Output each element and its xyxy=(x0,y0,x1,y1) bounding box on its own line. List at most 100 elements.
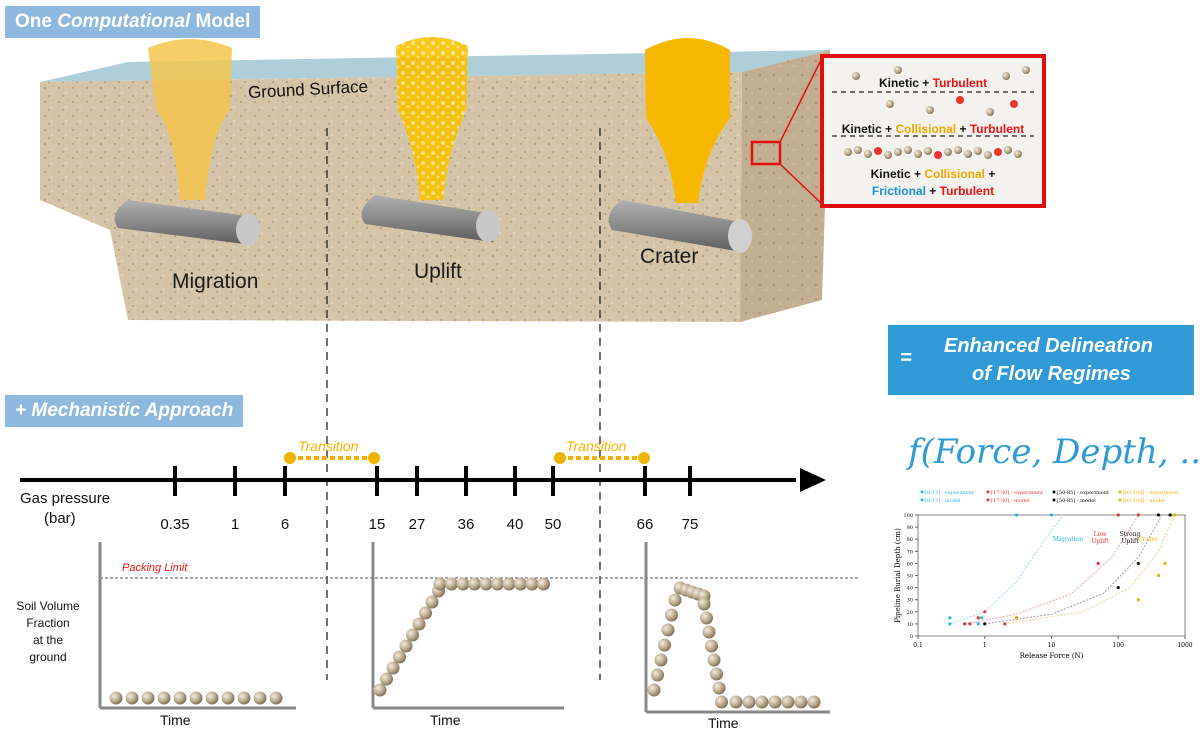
equals-sign: = xyxy=(900,347,912,369)
zoom-connector-bottom xyxy=(779,163,823,205)
chart-ytick-label-3: 30 xyxy=(907,598,913,604)
title-suffix: Model xyxy=(190,11,251,32)
chart-legend-6: [50-85] - model xyxy=(1057,498,1096,504)
chart-legend-2: [50-85] - experiment xyxy=(1057,490,1109,496)
soil-ball-24 xyxy=(468,577,481,591)
chart-point-3-3 xyxy=(1163,561,1167,566)
soil-ball-13 xyxy=(386,661,400,675)
chart-point-0-4 xyxy=(980,616,984,620)
zoom-marker xyxy=(750,140,782,166)
soil-ball-31 xyxy=(647,683,661,697)
soil-volume-line-4: ground xyxy=(29,650,67,664)
soil-ball-6 xyxy=(205,691,219,705)
chart-annotation-2-1: Uplift xyxy=(1121,538,1139,545)
soil-ball-56 xyxy=(794,695,808,709)
time-label-crater: Time xyxy=(708,715,739,731)
soil-ball-46 xyxy=(705,639,718,653)
soil-ball-8 xyxy=(237,691,251,705)
zoom-line-4: Frictional + Turbulent xyxy=(871,184,995,198)
chart-legend-marker-7 xyxy=(1118,498,1122,502)
soil-ball-9 xyxy=(253,691,267,705)
chart-annotation-1-1: Uplift xyxy=(1091,538,1109,545)
chart-annotation-2-0: Strong xyxy=(1120,531,1141,538)
soil-ball-21 xyxy=(433,577,447,591)
pressure-tick-label-3: 15 xyxy=(368,516,386,533)
chart-legend-3: [85-100] - experiment xyxy=(1123,490,1178,496)
soil-ball-43 xyxy=(697,597,711,611)
soil-ball-37 xyxy=(668,593,682,607)
chart-frame xyxy=(917,514,1186,637)
chart-ytick-label-8: 80 xyxy=(907,537,913,543)
regime-label-uplift: Uplift xyxy=(414,260,462,283)
chart-ytick-label-9: 90 xyxy=(907,525,913,531)
title-italic: Computational xyxy=(57,11,191,32)
soil-ball-14 xyxy=(393,650,406,664)
soil-ball-47 xyxy=(707,653,721,667)
soil-ball-53 xyxy=(755,695,769,709)
uplift-plot-axes xyxy=(371,542,564,710)
chart-point-2-3 xyxy=(1136,561,1140,566)
pressure-tick-label-4: 27 xyxy=(408,516,426,533)
chart-ytick-label-5: 50 xyxy=(907,574,913,580)
soil-volume-label: Soil Volume Fraction at the ground xyxy=(8,598,88,666)
soil-volume-line-2: Fraction xyxy=(26,616,70,630)
chart-point-1-0 xyxy=(963,622,967,626)
soil-ball-55 xyxy=(781,695,795,709)
migration-plot-axes xyxy=(98,542,296,710)
soil-ball-51 xyxy=(729,695,743,709)
transition-dot-1a xyxy=(284,452,296,464)
soil-ball-34 xyxy=(658,638,671,652)
pressure-tick-label-5: 36 xyxy=(457,516,475,533)
chart-point-1-1 xyxy=(968,622,972,626)
chart-ytick-label-0: 0 xyxy=(910,634,913,640)
transition-dot-2a xyxy=(554,452,566,464)
soil-ball-1 xyxy=(125,691,139,705)
soil-volume-line-3: at the xyxy=(32,633,64,647)
soil-fraction-balls xyxy=(109,577,821,709)
title-banner: One Computational Model xyxy=(5,6,261,38)
chart-annotation-0-0: Migration xyxy=(1053,536,1083,543)
soil-ball-32 xyxy=(651,668,664,682)
chart-legend-marker-6 xyxy=(1052,498,1056,502)
soil-ball-27 xyxy=(502,577,516,591)
chart-ytick-label-7: 70 xyxy=(907,549,913,555)
soil-ball-7 xyxy=(221,691,235,705)
pressure-tick-label-7: 50 xyxy=(544,516,562,533)
chart-legend-marker-5 xyxy=(986,498,990,502)
chart-point-2-4 xyxy=(1156,513,1161,517)
pipe-crater xyxy=(608,200,752,253)
zoom-line-2: Kinetic + Collisional + Turbulent xyxy=(841,122,1025,136)
soil-ball-4 xyxy=(173,691,187,705)
chart-legend-5: [17-50] - model xyxy=(991,498,1030,504)
chart-point-2-2 xyxy=(1116,586,1120,590)
zoom-line-3: Kinetic + Collisional + xyxy=(870,167,996,181)
chart-point-0-6 xyxy=(1049,513,1054,517)
soil-ball-33 xyxy=(654,653,668,667)
chart-xlabel: Release Force (N) xyxy=(1020,652,1084,660)
chart-xtick-label-1: 1 xyxy=(983,642,987,649)
transition-label-2: Transition xyxy=(566,438,627,454)
chart-ytick-label-10: 100 xyxy=(903,513,913,519)
transition-label-1: Transition xyxy=(298,438,359,454)
chart-point-1-4 xyxy=(1003,622,1007,626)
pressure-tick-label-6: 40 xyxy=(506,516,524,533)
chart-point-0-0 xyxy=(948,622,952,626)
soil-ball-36 xyxy=(665,608,678,622)
pressure-tick-label-1: 1 xyxy=(230,516,240,533)
result-line-1: Enhanced Delineation xyxy=(944,335,1153,357)
time-label-migration: Time xyxy=(160,712,191,728)
soil-ball-10 xyxy=(269,691,283,705)
chart-legend-1: [17-50] - experiment xyxy=(991,490,1043,496)
chart-annotation-1-0: Low xyxy=(1094,531,1108,538)
gas-pressure-unit: (bar) xyxy=(44,510,76,527)
soil-ball-50 xyxy=(715,695,728,709)
soil-ball-45 xyxy=(702,625,716,639)
soil-volume-line-1: Soil Volume xyxy=(16,599,80,613)
chart-xtick-label-3: 100 xyxy=(1113,642,1125,649)
chart-point-3-2 xyxy=(1156,573,1161,578)
chart-ytick-label-6: 60 xyxy=(907,561,913,567)
soil-ball-12 xyxy=(380,672,393,686)
chart-point-1-6 xyxy=(1116,513,1120,517)
pressure-tick-label-0: 0.35 xyxy=(160,516,190,533)
chart-ylabel: Pipeline Burial Depth (cm) xyxy=(894,528,902,623)
